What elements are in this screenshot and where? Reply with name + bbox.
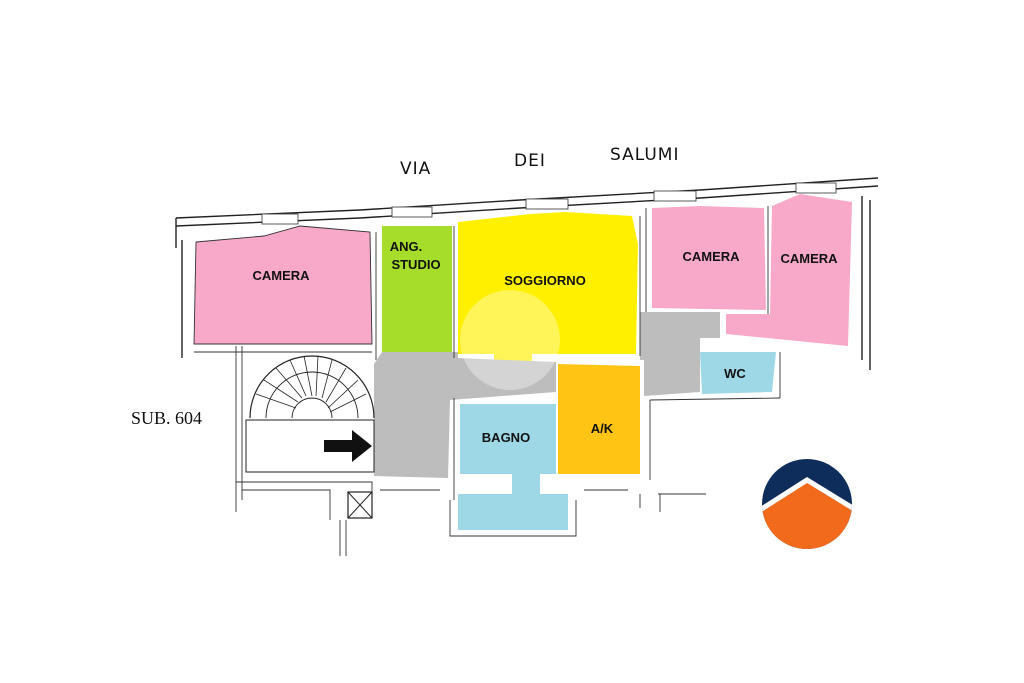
- label-wc: WC: [724, 366, 746, 381]
- facade-walls: [175, 177, 879, 370]
- room-camera-right-2: [726, 194, 852, 346]
- room-bagno: [458, 404, 568, 530]
- room-camera-right-1: [652, 206, 766, 310]
- room-corridor-right: [640, 312, 720, 396]
- label-camera-left: CAMERA: [252, 268, 310, 283]
- sub-label: SUB. 604: [131, 408, 202, 428]
- room-wc: [700, 352, 776, 394]
- watermark-circle: [460, 290, 560, 390]
- street-label-dei: DEI: [514, 151, 546, 171]
- room-camera-left: [194, 226, 372, 344]
- label-ak: A/K: [591, 421, 614, 436]
- house-roof-logo-icon: [762, 459, 852, 549]
- facade-windows: [261, 182, 837, 225]
- entrance-arrow-icon: [324, 430, 372, 462]
- street-label-via: VIA: [400, 159, 431, 179]
- label-camera-right-1: CAMERA: [682, 249, 740, 264]
- street-label-salumi: SALUMI: [610, 145, 679, 165]
- room-corridor: [374, 352, 556, 478]
- room-soggiorno: [458, 212, 638, 364]
- label-ang-studio-1: ANG.: [390, 239, 423, 254]
- room-ak: [558, 364, 640, 474]
- shaft-box: [347, 491, 373, 519]
- interior-walls: [193, 206, 781, 556]
- label-ang-studio-2: STUDIO: [391, 257, 440, 272]
- label-soggiorno: SOGGIORNO: [504, 273, 586, 288]
- room-ang-studio: [382, 226, 452, 352]
- label-camera-right-2: CAMERA: [780, 251, 838, 266]
- label-bagno: BAGNO: [482, 430, 530, 445]
